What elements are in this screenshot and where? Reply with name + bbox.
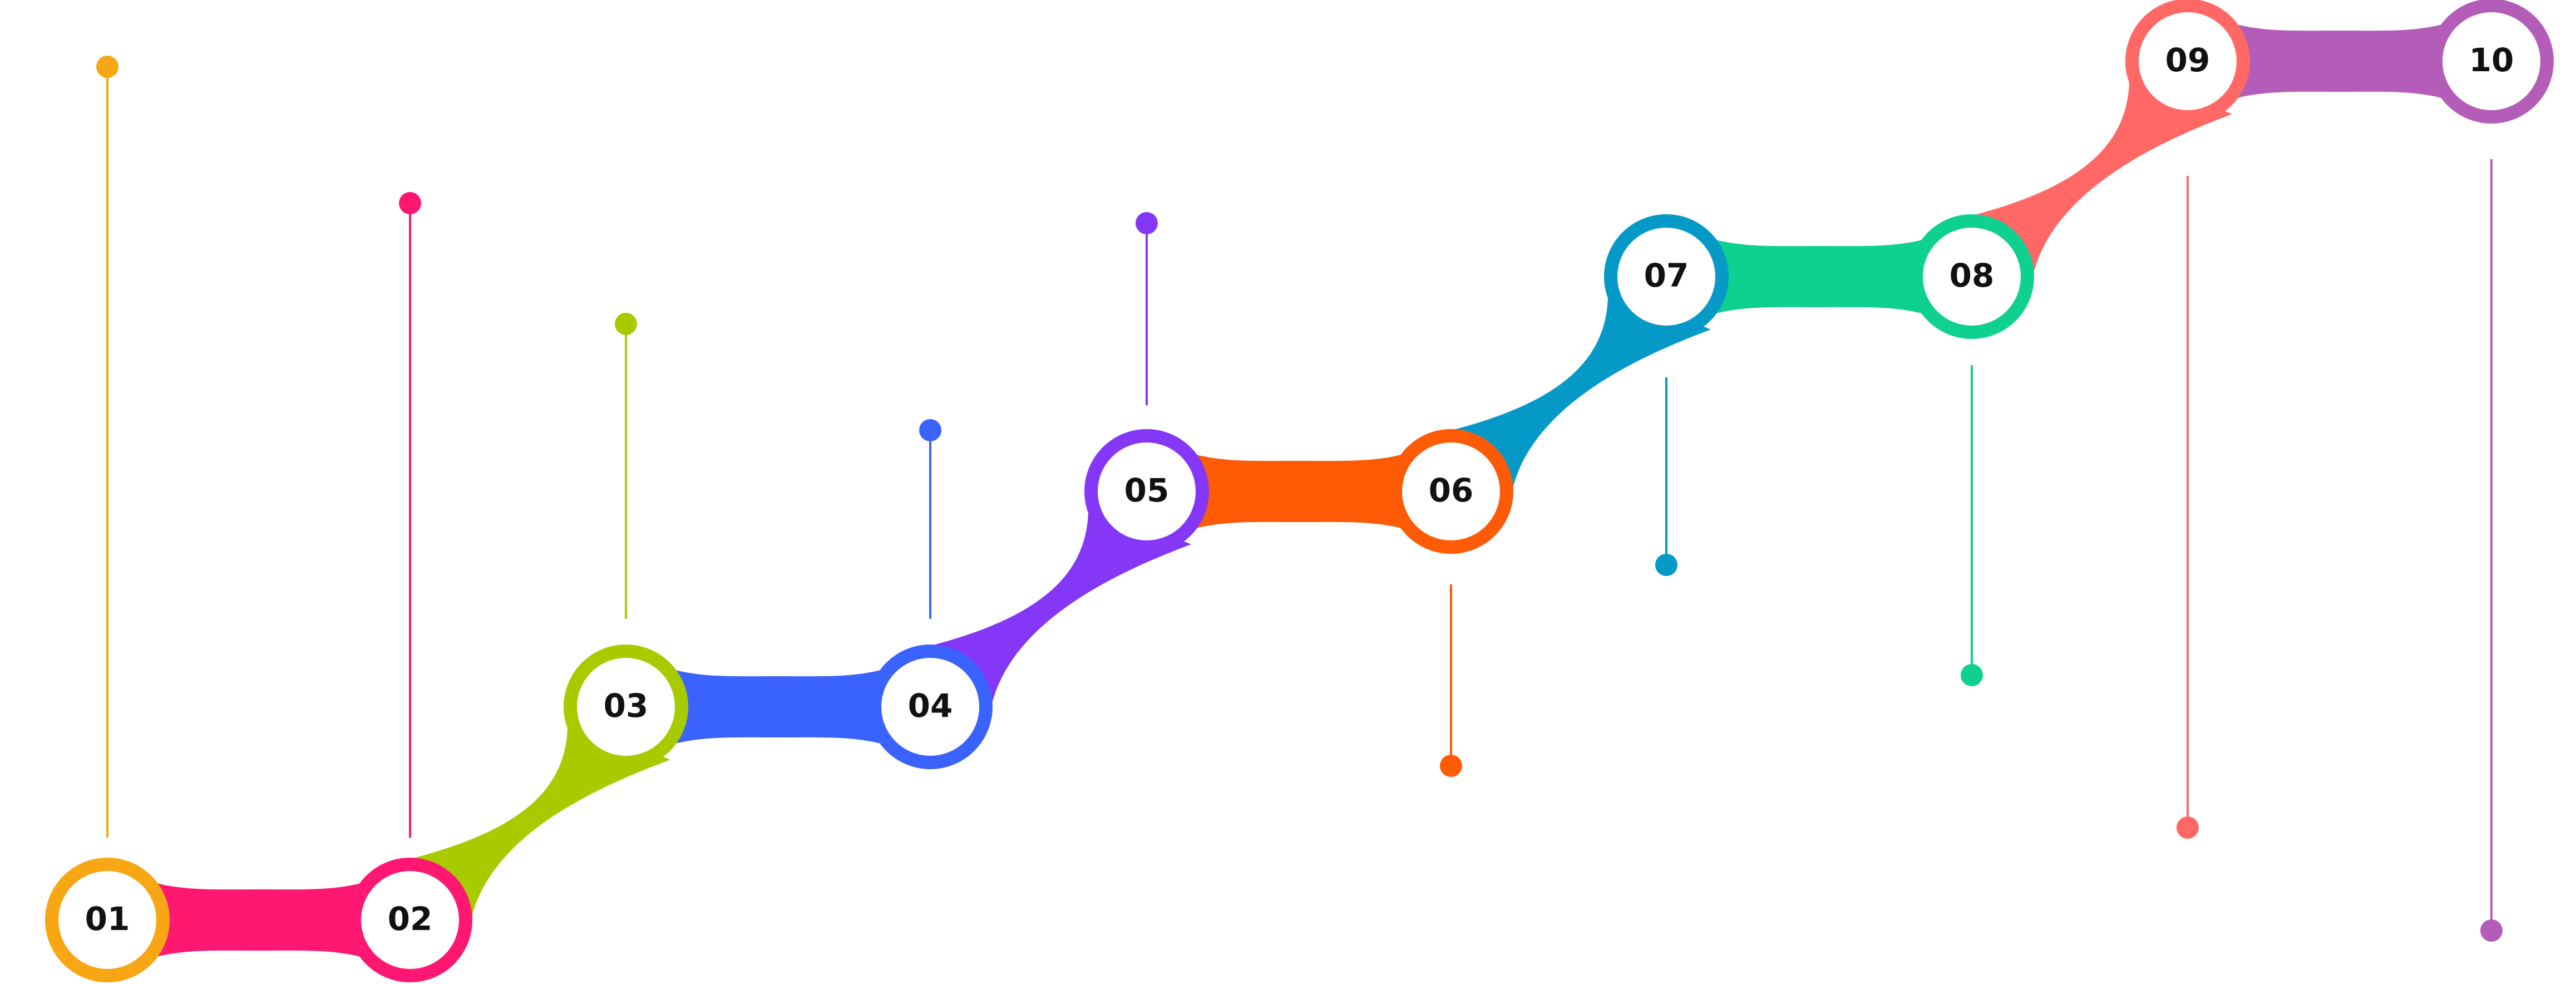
connector-07-08 [1666, 221, 1972, 332]
step-ring-inner [1402, 442, 1500, 540]
step-connectors [107, 6, 2491, 976]
step-ring-inner [2442, 12, 2540, 110]
step-node-04: 04 [868, 644, 993, 769]
step-ring-inner [361, 871, 459, 969]
step-pins [96, 56, 2503, 942]
step-number: 02 [388, 900, 433, 938]
step-nodes: 01 02 03 04 05 06 07 08 09 10 [45, 0, 2554, 982]
step-number: 10 [2469, 41, 2514, 79]
pin-dot-07 [1655, 554, 1677, 576]
pin-dot-08 [1961, 664, 1983, 686]
connector-09-10 [2188, 6, 2491, 117]
step-node-08: 08 [1909, 214, 2034, 339]
step-number: 05 [1124, 471, 1169, 509]
step-ring-inner [1098, 442, 1196, 540]
pin-dot-02 [399, 192, 421, 214]
connector-03-04 [626, 651, 930, 762]
pin-dot-10 [2480, 919, 2503, 942]
pin-dot-04 [919, 419, 941, 441]
step-number: 04 [908, 687, 953, 725]
step-node-10: 10 [2429, 0, 2554, 124]
connector-01-02 [107, 864, 410, 976]
pin-dot-05 [1136, 212, 1158, 234]
step-number: 08 [1950, 257, 1995, 294]
step-number: 01 [85, 900, 130, 938]
pin-dot-09 [2177, 816, 2199, 839]
step-ring-inner [2139, 12, 2237, 110]
step-node-07: 07 [1604, 214, 1729, 339]
step-number: 09 [2165, 41, 2210, 79]
pin-dot-01 [96, 56, 119, 78]
step-ring-inner [1923, 228, 2021, 326]
step-ring-inner [58, 871, 156, 969]
step-node-01: 01 [45, 858, 170, 982]
step-ring-inner [881, 658, 979, 756]
step-node-02: 02 [348, 858, 472, 982]
connector-05-06 [1147, 436, 1451, 547]
step-number: 06 [1429, 471, 1474, 509]
step-node-09: 09 [2125, 0, 2250, 124]
pin-dot-03 [615, 313, 637, 335]
step-node-03: 03 [564, 644, 688, 769]
step-node-06: 06 [1389, 429, 1513, 554]
pin-dot-06 [1440, 755, 1462, 777]
step-number: 03 [604, 687, 649, 725]
step-ring-inner [577, 658, 675, 756]
step-node-05: 05 [1084, 429, 1209, 554]
step-ring-inner [1617, 228, 1715, 326]
step-number: 07 [1644, 257, 1689, 294]
